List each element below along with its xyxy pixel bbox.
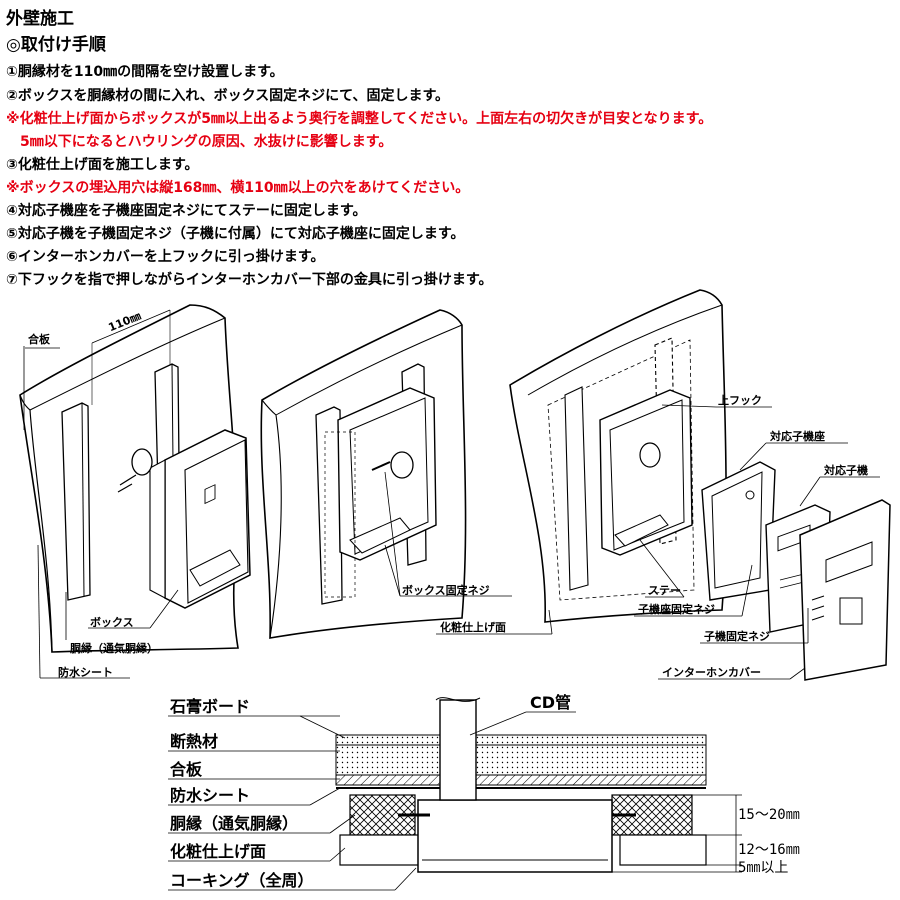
dim-12-16: 12～16㎜ — [738, 842, 800, 858]
label-box-screw: ボックス固定ネジ — [402, 583, 490, 597]
section-label-furring: 胴縁（通気胴縁） — [170, 814, 298, 833]
label-unit: 対応子機 — [823, 463, 868, 477]
step-2: ②ボックスを胴縁材の間に入れ、ボックス固定ネジにて、固定します。 — [6, 88, 450, 104]
section-label-finish: 化粧仕上げ面 — [170, 842, 266, 861]
label-base-screw: 子機座固定ネジ — [638, 602, 715, 616]
label-bousui: 防水シート — [58, 665, 113, 679]
label-upper-hook: 上フック — [718, 393, 762, 407]
layer-gypsum — [335, 734, 707, 746]
label-finish: 化粧仕上げ面 — [440, 620, 506, 634]
label-unit-base: 対応子機座 — [769, 429, 825, 443]
label-doubuchi: 胴縁（通気胴縁） — [70, 641, 158, 655]
intercom-cover — [799, 499, 891, 681]
figure-3-assembly: 上フック 対応子機座 対応子機 ステー 子機座固定ネジ 化粧仕上げ面 子機固定ネ… — [436, 289, 891, 681]
section-label-insulation: 断熱材 — [170, 732, 218, 751]
step-2-note-1: ※化粧仕上げ面からボックスが5㎜以上出るよう奥行を調整してください。上面左右の切… — [6, 111, 713, 127]
section-label-plywood: 合板 — [170, 760, 203, 779]
section-label-waterproof: 防水シート — [170, 786, 250, 805]
layer-insulation — [335, 744, 707, 776]
step-7: ⑦下フックを指で押しながらインターホンカバー下部の金具に引っ掛けます。 — [6, 272, 493, 288]
section-label-gypsum: 石膏ボード — [169, 697, 250, 716]
step-1: ①胴縁材を110㎜の間隔を空け設置します。 — [6, 64, 284, 80]
step-2-note-2: 5㎜以下になるとハウリングの原因、水抜けに影響します。 — [6, 134, 393, 150]
section-view: CD管 石膏ボード 断熱材 合板 防水シート 胴縁（通気胴縁） 化粧仕上げ面 コ… — [168, 693, 800, 891]
dim-5-min: 5㎜以上 — [738, 860, 788, 876]
label-stay: ステー — [648, 584, 681, 597]
label-unit-screw: 子機固定ネジ — [704, 629, 770, 643]
label-cd-pipe: CD管 — [530, 693, 571, 712]
figure-2-box-fixed: ボックス固定ネジ — [260, 309, 512, 639]
section-label-caulking: コーキング（全周） — [170, 871, 314, 890]
procedure-heading: ◎取付け手順 — [6, 35, 106, 55]
step-4: ④対応子機座を子機座固定ネジにてステーに固定します。 — [6, 203, 367, 219]
step-3-note: ※ボックスの埋込用穴は縦168㎜、横110㎜以上の穴をあけてください。 — [6, 180, 470, 196]
layer-finish — [339, 834, 421, 866]
conduit — [131, 448, 153, 476]
dim-110-label: 110㎜ — [106, 309, 142, 334]
label-cover: インターホンカバー — [662, 666, 761, 679]
label-box: ボックス — [90, 615, 134, 629]
layer-plywood — [335, 774, 707, 786]
label-gouban: 合板 — [28, 332, 51, 346]
step-5: ⑤対応子機を子機固定ネジ（子機に付属）にて対応子機座に固定します。 — [6, 226, 465, 242]
figure-1-box-between-studs: 110㎜ 合板 ボックス 胴縁（通気胴縁） 防水シート — [19, 304, 251, 679]
step-6: ⑥インターホンカバーを上フックに引っ掛けます。 — [6, 249, 325, 265]
box-section — [417, 799, 613, 873]
dim-15-20: 15～20㎜ — [738, 807, 800, 823]
step-3: ③化粧仕上げ面を施工します。 — [6, 157, 199, 173]
page-title: 外壁施工 — [6, 9, 74, 29]
cd-pipe — [439, 699, 477, 801]
